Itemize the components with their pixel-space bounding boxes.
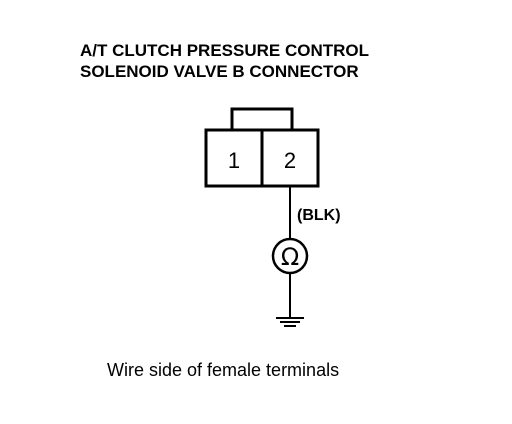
connector-latch <box>230 107 294 130</box>
wire-color-label: (BLK) <box>297 207 341 224</box>
diagram-title: A/T CLUTCH PRESSURE CONTROL SOLENOID VAL… <box>80 40 480 82</box>
terminal-1-label: 1 <box>228 148 240 173</box>
ohmmeter-icon: Ω <box>271 237 309 275</box>
diagram-caption: Wire side of female terminals <box>107 360 340 380</box>
title-line-1: A/T CLUTCH PRESSURE CONTROL <box>80 41 369 60</box>
ohm-symbol: Ω <box>281 243 299 271</box>
title-line-2: SOLENOID VALVE B CONNECTOR <box>80 62 359 81</box>
ground-icon <box>276 317 304 327</box>
terminal-2-label: 2 <box>284 148 296 173</box>
